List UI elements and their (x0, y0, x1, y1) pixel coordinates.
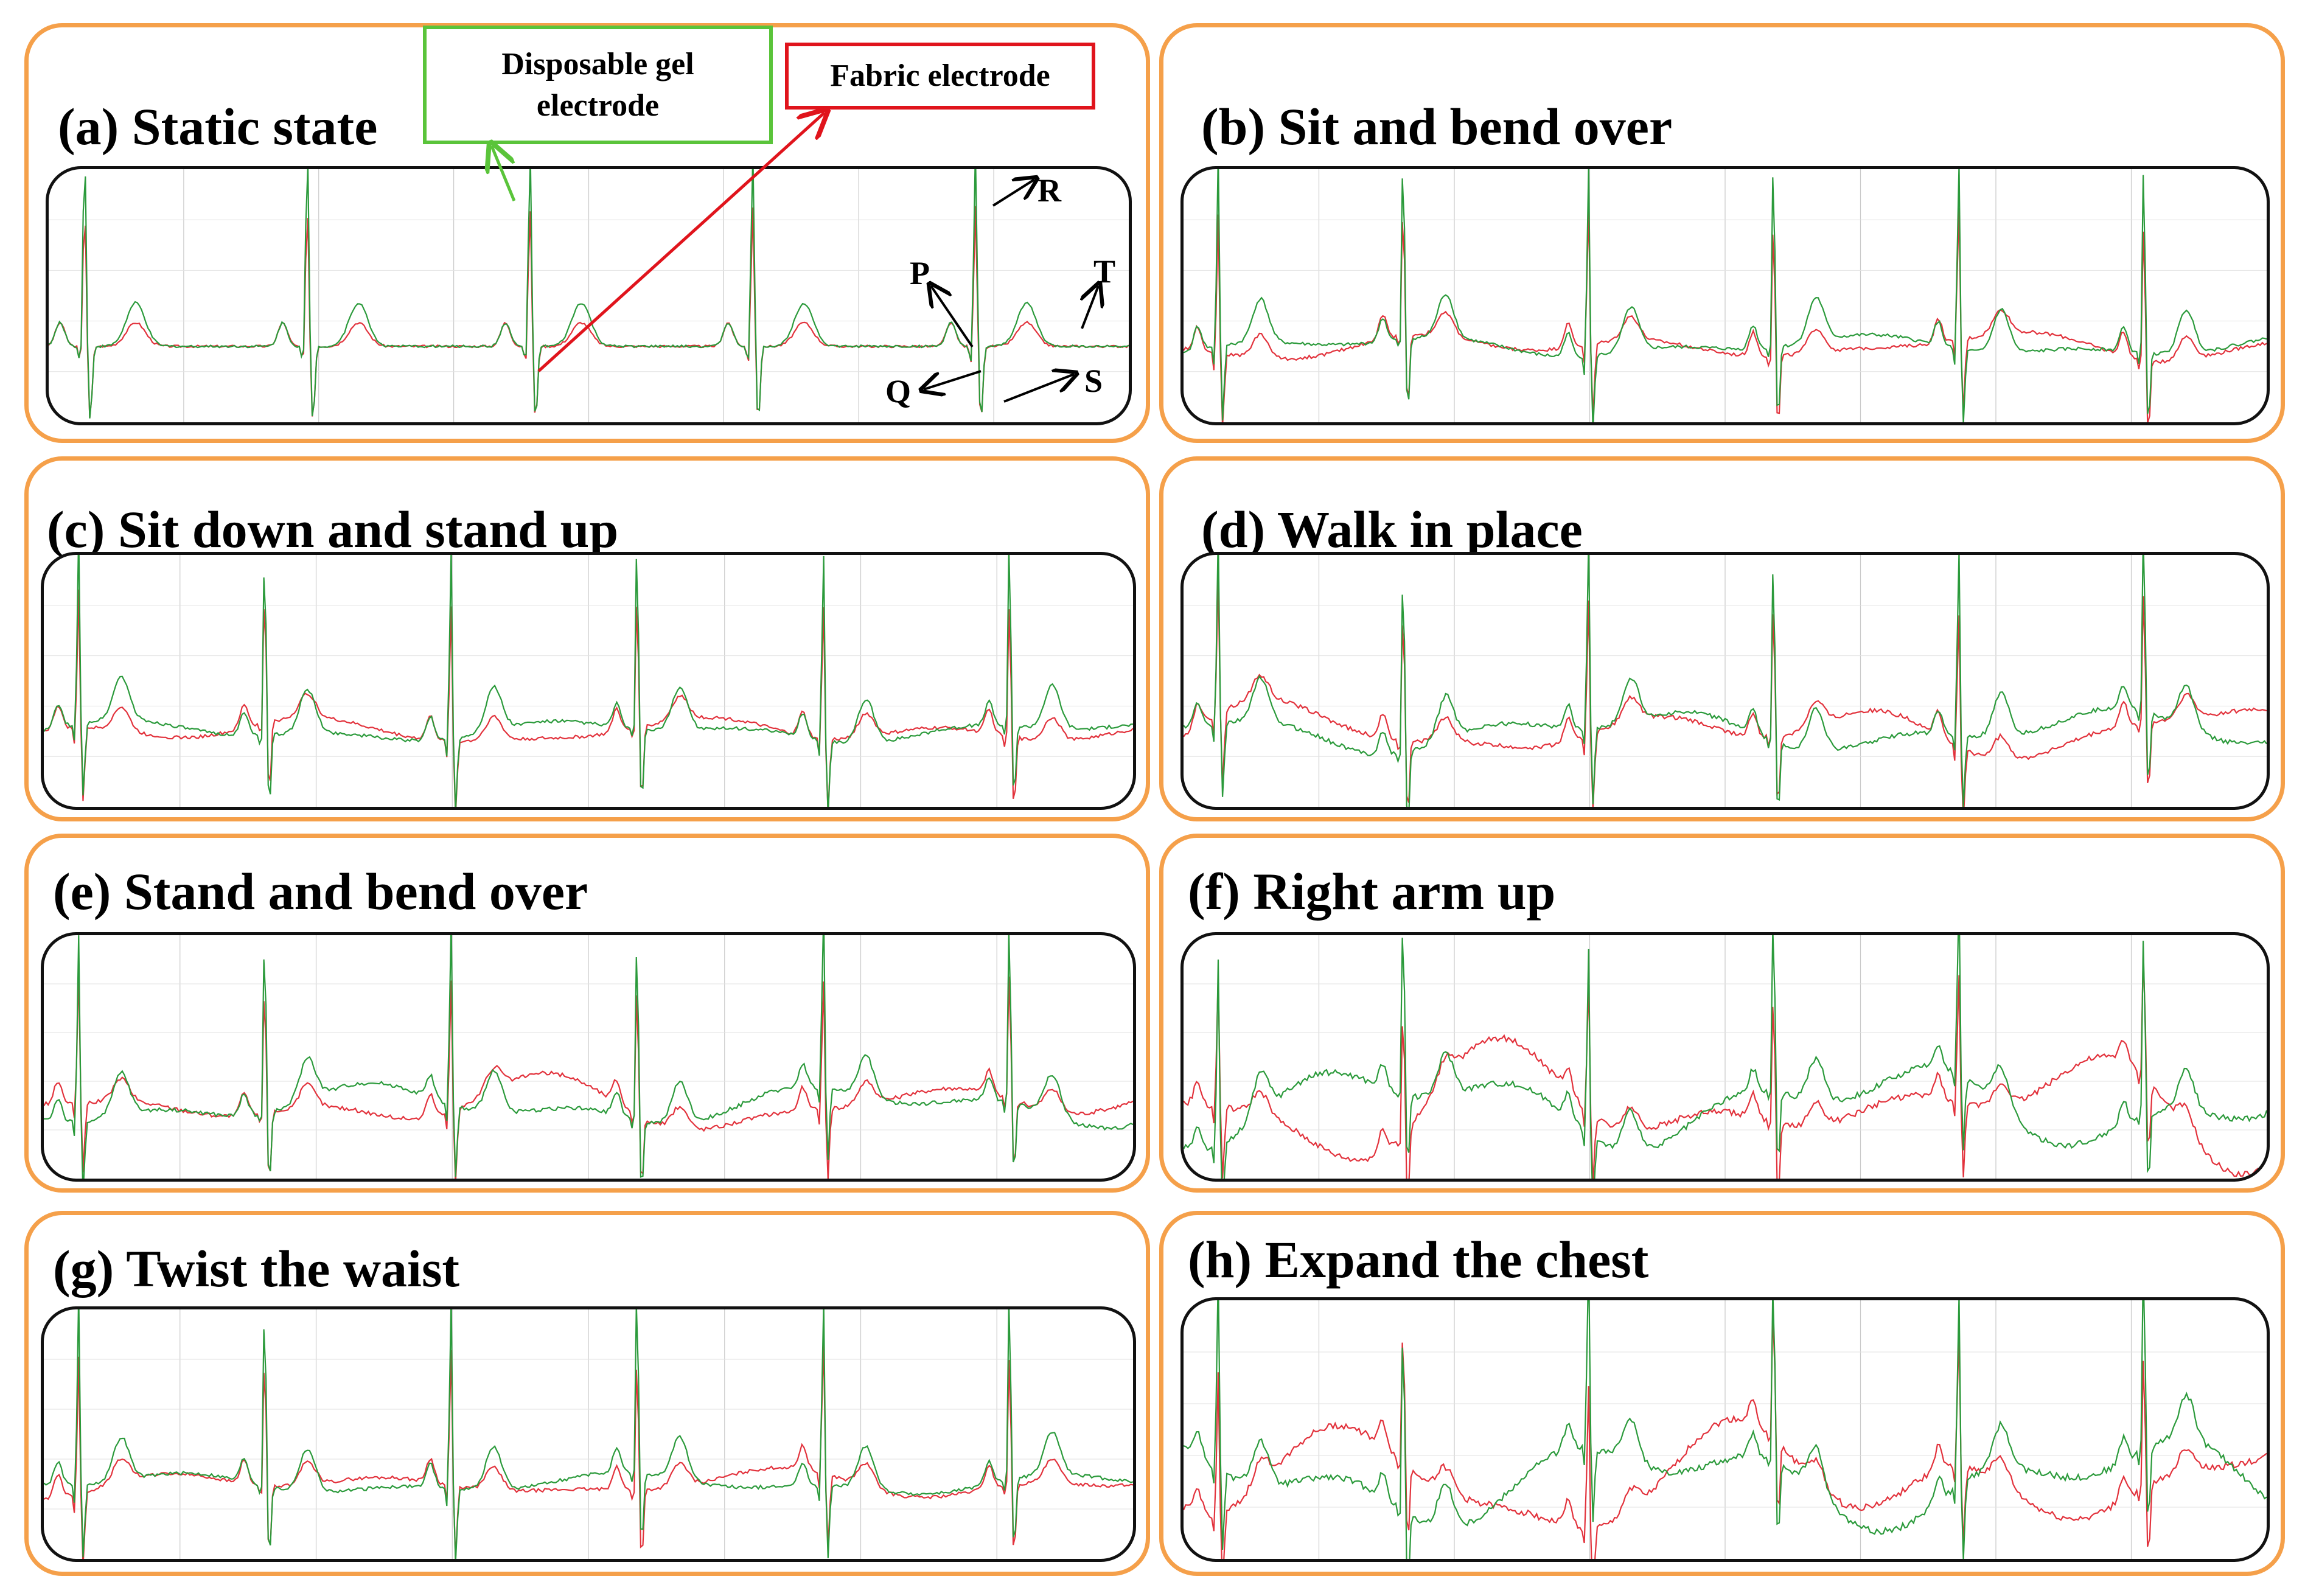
label-r-wave: R (1037, 172, 1061, 209)
gel-electrode-trace-e (44, 935, 1133, 1179)
panel-h: (h) Expand the chest (1159, 1211, 2285, 1576)
grid-b (1184, 169, 2267, 422)
fabric-electrode-trace-b (1184, 206, 2267, 422)
grid-d (1184, 555, 2267, 807)
panel-title-b: (b) Sit and bend over (1201, 97, 1673, 156)
label-s-wave: S (1084, 363, 1103, 399)
grid-h (1184, 1300, 2267, 1559)
plot-g (41, 1306, 1136, 1562)
panel-title-f: (f) Right arm up (1188, 862, 1556, 921)
grid-g (44, 1309, 1133, 1559)
legend-gel-electrode: Disposable gel electrode (423, 26, 773, 144)
ecg-chart-h (1184, 1300, 2267, 1559)
plot-a (46, 166, 1132, 425)
legend-fabric-label: Fabric electrode (830, 58, 1050, 94)
label-t-wave: T (1093, 253, 1116, 290)
gel-electrode-trace-c (44, 555, 1133, 807)
plot-f (1180, 932, 2270, 1182)
panel-title-d: (d) Walk in place (1201, 500, 1583, 559)
grid-e (44, 935, 1133, 1179)
fabric-electrode-trace-f (1184, 955, 2267, 1179)
ecg-chart-d (1184, 555, 2267, 807)
fabric-electrode-trace-e (44, 970, 1133, 1179)
legend-fabric-electrode: Fabric electrode (785, 43, 1095, 110)
plot-b (1180, 166, 2270, 425)
fabric-electrode-trace-h (1184, 1312, 2267, 1559)
grid-c (44, 555, 1133, 807)
panel-title-h: (h) Expand the chest (1188, 1230, 1649, 1289)
ecg-chart-f (1184, 935, 2267, 1179)
gel-electrode-trace-g (44, 1309, 1133, 1559)
panel-e: (e) Stand and bend over (24, 834, 1150, 1193)
grid-a (49, 169, 1129, 422)
plot-h (1180, 1297, 2270, 1562)
panel-title-e: (e) Stand and bend over (53, 862, 588, 921)
fabric-electrode-trace-d (1184, 576, 2267, 807)
grid-f (1184, 935, 2267, 1179)
gel-electrode-trace-h (1184, 1300, 2267, 1559)
panel-title-a: (a) Static state (58, 97, 378, 156)
legend-gel-label: Disposable gel electrode (501, 46, 694, 123)
plot-c (41, 552, 1136, 810)
gel-electrode-trace-f (1184, 935, 2267, 1179)
panel-b: (b) Sit and bend over (1159, 23, 2285, 443)
gel-electrode-trace-b (1184, 169, 2267, 422)
panel-d: (d) Walk in place (1159, 456, 2285, 821)
ecg-chart-e (44, 935, 1133, 1179)
panel-title-c: (c) Sit down and stand up (47, 500, 619, 559)
plot-e (41, 932, 1136, 1182)
gel-electrode-trace-d (1184, 555, 2267, 807)
label-q-wave: Q (885, 373, 912, 409)
panel-g: (g) Twist the waist (24, 1211, 1150, 1576)
panel-title-g: (g) Twist the waist (53, 1239, 460, 1298)
fabric-electrode-trace-g (44, 1343, 1133, 1559)
ecg-chart-a (49, 169, 1129, 422)
ecg-chart-b (1184, 169, 2267, 422)
fabric-electrode-trace-c (44, 590, 1133, 807)
ecg-chart-g (44, 1309, 1133, 1559)
panel-c: (c) Sit down and stand up (24, 456, 1150, 821)
panel-f: (f) Right arm up (1159, 834, 2285, 1193)
plot-d (1180, 552, 2270, 810)
label-p-wave: P (910, 255, 930, 291)
ecg-chart-c (44, 555, 1133, 807)
